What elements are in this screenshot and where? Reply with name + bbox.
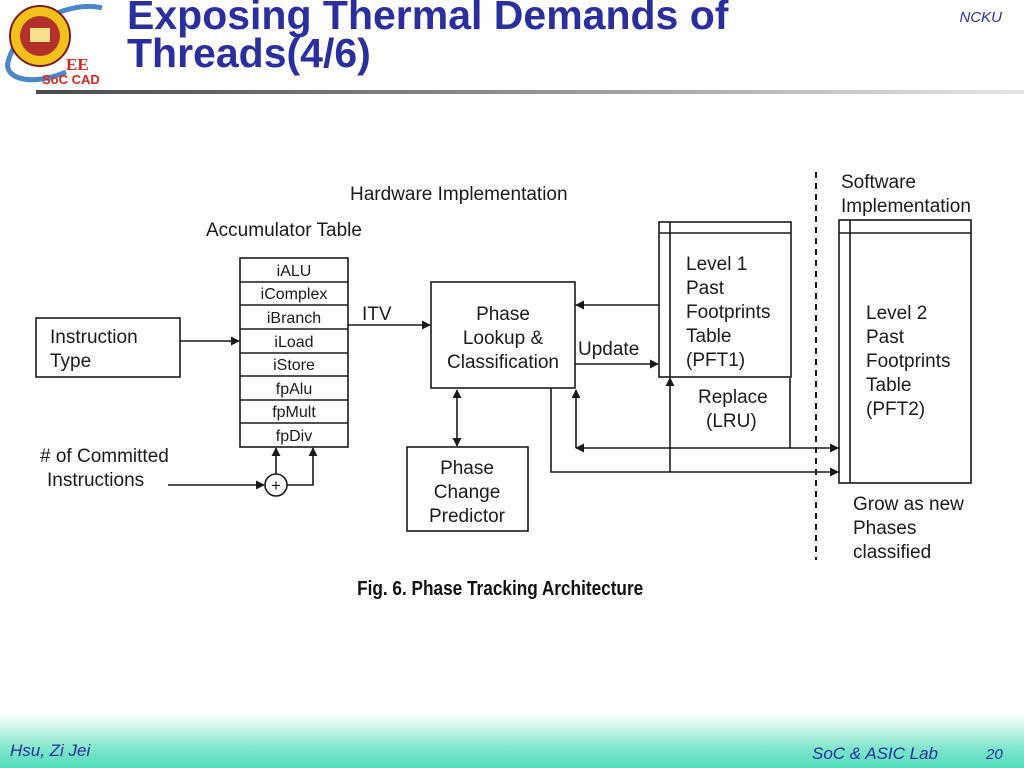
instruction-type-box xyxy=(35,317,181,378)
accumulator-cell-iload: iLoad xyxy=(274,334,313,351)
pft2-line-5: (PFT2) xyxy=(866,399,925,420)
page-title-line-2: Threads(4/6) xyxy=(127,30,371,76)
accumulator-cell-icomplex: iComplex xyxy=(261,286,328,303)
itv-label: ITV xyxy=(362,304,392,325)
grow-line-2: Phases xyxy=(853,518,916,539)
pft2-box xyxy=(838,219,972,484)
accumulator-cell-fpmult: fpMult xyxy=(272,404,316,421)
accumulator-cell-fpalu: fpAlu xyxy=(276,381,312,398)
accumulator-table: iALU iComplex iBranch iLoad iStore fpAlu… xyxy=(239,257,349,448)
software-label-line-2: Implementation xyxy=(841,196,971,217)
phase-lookup-line-2: Lookup & xyxy=(463,328,544,349)
phase-lookup-line-3: Classification xyxy=(447,352,559,373)
figure-caption: Fig. 6. Phase Tracking Architecture xyxy=(357,578,644,600)
pft2-line-3: Footprints xyxy=(866,351,950,372)
institution-label: NCKU xyxy=(959,9,1002,26)
footer-lab: SoC & ASIC Lab xyxy=(812,744,938,763)
table-feedback-arrow xyxy=(287,447,318,486)
grow-line-1: Grow as new xyxy=(853,494,964,515)
predictor-line-1: Phase xyxy=(440,458,494,479)
predictor-line-3: Predictor xyxy=(429,506,506,527)
footer-author: Hsu, Zi Jei xyxy=(10,741,91,760)
grow-line-3: classified xyxy=(853,542,931,563)
logo-swoosh xyxy=(5,3,103,83)
pft1-line-1: Level 1 xyxy=(686,254,747,275)
update-label: Update xyxy=(578,339,639,360)
page-title: Exposing Thermal Demands of Threads(4/6) xyxy=(127,0,729,76)
phase-lookup-box xyxy=(430,281,576,389)
instruction-type-line-1: Instruction xyxy=(50,327,138,348)
accumulator-cell-ibranch: iBranch xyxy=(267,310,321,327)
accumulator-cell-fpdiv: fpDiv xyxy=(276,428,312,445)
pft1-box xyxy=(658,221,792,378)
software-label-line-1: Software xyxy=(841,172,916,193)
hardware-implementation-label: Hardware Implementation xyxy=(350,184,568,205)
pft1-line-3: Footprints xyxy=(686,302,770,323)
accumulator-cell-ialu: iALU xyxy=(277,263,312,280)
accumulator-table-title: Accumulator Table xyxy=(206,220,362,241)
instruction-type-line-2: Type xyxy=(50,351,91,372)
accumulator-cell-istore: iStore xyxy=(273,357,315,374)
page-number: 20 xyxy=(986,746,1003,763)
page-title-line-1: Exposing Thermal Demands of xyxy=(127,0,729,38)
committed-instructions-line-1: # of Committed xyxy=(40,446,169,467)
pft2-line-4: Table xyxy=(866,375,911,396)
phase-change-predictor-box xyxy=(406,446,529,532)
phase-lookup-line-1: Phase xyxy=(476,304,530,325)
pft1-line-5: (PFT1) xyxy=(686,350,745,371)
pft1-line-4: Table xyxy=(686,326,731,347)
committed-instructions-line-2: Instructions xyxy=(47,470,144,491)
title-divider xyxy=(36,90,1024,94)
replace-line-2: (LRU) xyxy=(706,411,757,432)
replace-line-1: Replace xyxy=(698,387,768,408)
lookup-to-pft2-arrow xyxy=(550,388,839,477)
adder-symbol: + xyxy=(271,476,281,495)
predictor-line-2: Change xyxy=(434,482,501,503)
logo-ee: EE xyxy=(66,55,89,74)
logo-soc-cad: SoC CAD xyxy=(42,72,100,87)
footer-band xyxy=(0,712,1024,768)
logo-seal-building xyxy=(30,28,50,42)
pft2-line-2: Past xyxy=(866,327,905,348)
pft1-line-2: Past xyxy=(686,278,725,299)
soc-cad-logo: EE SoC CAD xyxy=(5,3,103,87)
pft2-line-1: Level 2 xyxy=(866,303,927,324)
